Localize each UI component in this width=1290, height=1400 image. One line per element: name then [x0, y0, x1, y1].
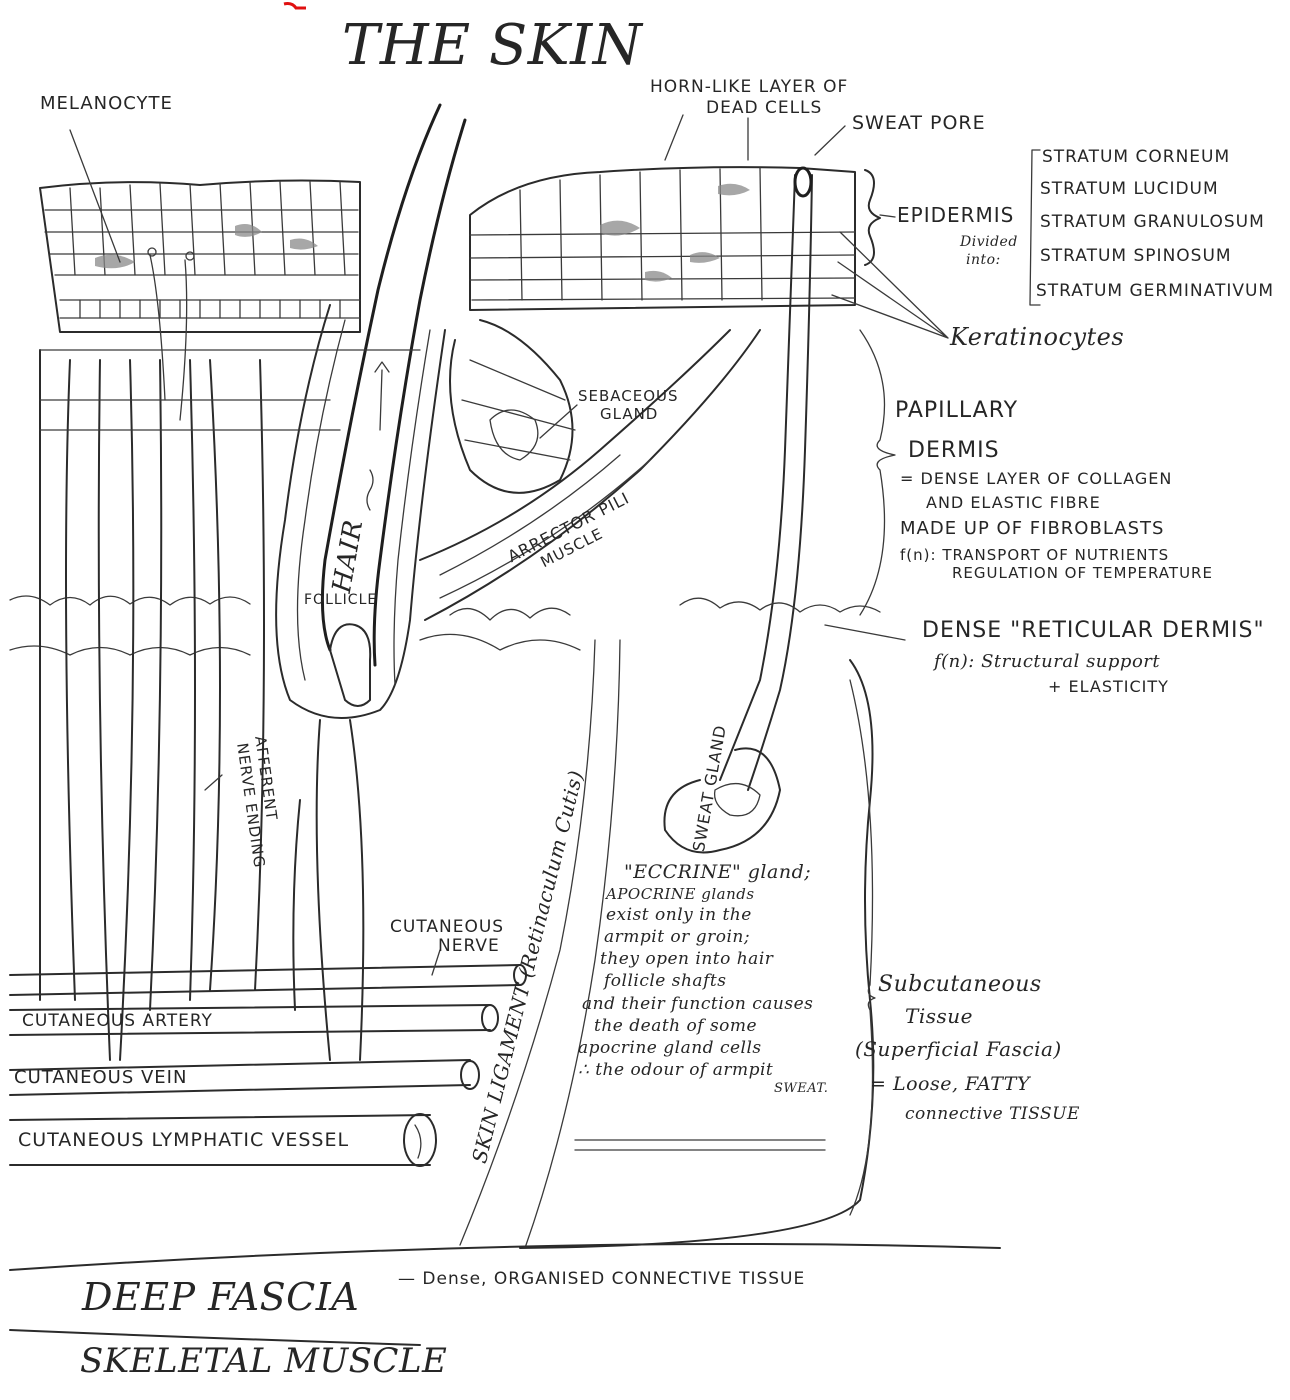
label-divided-into-line2: into:	[966, 252, 1001, 268]
papillary-desc-line: AND ELASTIC FIBRE	[926, 494, 1213, 512]
note-line: exist only in the	[606, 904, 828, 926]
label-reticular-function: f(n): Structural support	[934, 652, 1160, 673]
label-horn-layer-line1: HORN-LIKE LAYER OF	[650, 78, 848, 98]
papillary-desc-line: MADE UP OF FIBROBLASTS	[900, 519, 1213, 540]
papillary-desc-line: f(n): TRANSPORT OF NUTRIENTS	[900, 547, 1213, 564]
label-stratum-germinativum: STRATUM GERMINATIVUM	[1036, 282, 1274, 302]
note-line: and their function causes	[582, 993, 828, 1015]
epidermis-left	[40, 181, 360, 332]
label-skeletal-muscle: SKELETAL MUSCLE	[80, 1342, 447, 1381]
label-horn-layer-line2: DEAD CELLS	[706, 99, 822, 119]
pointer-lines	[70, 115, 948, 975]
papillary-brace	[860, 330, 895, 615]
note-line: armpit or groin;	[604, 926, 828, 948]
papillary-desc-line: REGULATION OF TEMPERATURE	[952, 565, 1213, 582]
label-deep-fascia-description: — Dense, ORGANISED CONNECTIVE TISSUE	[398, 1270, 805, 1290]
sebaceous-gland-shape	[450, 320, 575, 493]
label-nerve: NERVE	[438, 937, 500, 957]
label-cutaneous-lymphatic-vessel: CUTANEOUS LYMPHATIC VESSEL	[18, 1130, 349, 1152]
note-line: the death of some	[594, 1015, 828, 1037]
label-sweat-pore: SWEAT PORE	[852, 113, 986, 135]
label-epidermis: EPIDERMIS	[897, 204, 1014, 227]
label-stratum-spinosum: STRATUM SPINOSUM	[1040, 247, 1232, 267]
label-subcutaneous: Subcutaneous	[878, 972, 1042, 997]
label-tissue: Tissue	[905, 1005, 973, 1028]
note-line: "ECCRINE" gland;	[624, 860, 828, 885]
label-deep-fascia: DEEP FASCIA	[82, 1276, 359, 1320]
note-line: they open into hair	[600, 948, 828, 970]
label-superficial-fascia: (Superficial Fascia)	[855, 1038, 1062, 1061]
note-line: follicle shafts	[604, 970, 828, 992]
epidermis-brace	[865, 170, 880, 265]
label-sebaceous-gland: GLAND	[600, 406, 658, 423]
label-stratum-granulosum: STRATUM GRANULOSUM	[1040, 213, 1265, 233]
papillary-desc-line: = DENSE LAYER OF COLLAGEN	[900, 470, 1213, 488]
label-keratinocytes: Keratinocytes	[950, 324, 1124, 352]
label-cutaneous-artery: CUTANEOUS ARTERY	[22, 1012, 213, 1032]
deep-fascia-line	[10, 1244, 1000, 1270]
label-cutaneous-vein: CUTANEOUS VEIN	[14, 1068, 187, 1089]
eccrine-apocrine-note: "ECCRINE" gland; APOCRINE glands exist o…	[578, 860, 828, 1098]
label-sebaceous: SEBACEOUS	[578, 388, 679, 405]
label-papillary: PAPILLARY	[895, 398, 1018, 423]
label-stratum-lucidum: STRATUM LUCIDUM	[1040, 180, 1219, 200]
label-reticular-elasticity: + ELASTICITY	[1048, 678, 1169, 696]
reticular-boundary	[10, 634, 580, 655]
vertical-vessels	[40, 248, 420, 1060]
label-stratum-corneum: STRATUM CORNEUM	[1042, 148, 1230, 168]
label-connective-tissue: connective TISSUE	[905, 1105, 1080, 1125]
note-line: ∴ the odour of armpit	[578, 1059, 828, 1081]
subcutaneous-brace	[850, 680, 875, 1215]
hair-follicle	[276, 105, 465, 718]
label-melanocyte: MELANOCYTE	[40, 94, 173, 115]
diagram-title: THE SKIN	[342, 14, 642, 78]
note-line: SWEAT.	[774, 1081, 828, 1098]
dermis-boundary	[10, 596, 880, 620]
arrector-pili-muscle	[420, 330, 760, 620]
label-cutaneous: CUTANEOUS	[390, 918, 504, 938]
note-line: apocrine gland cells	[578, 1037, 828, 1059]
label-loose-fatty: = Loose, FATTY	[870, 1074, 1030, 1096]
label-divided-into-line1: Divided	[960, 234, 1018, 250]
note-line: APOCRINE glands	[606, 885, 828, 905]
papillary-description: = DENSE LAYER OF COLLAGEN AND ELASTIC FI…	[900, 470, 1213, 582]
label-dense-reticular-dermis: DENSE "RETICULAR DERMIS"	[922, 618, 1265, 643]
label-follicle: FOLLICLE	[304, 592, 377, 608]
sweat-duct	[664, 168, 812, 853]
label-dermis: DERMIS	[908, 438, 1000, 463]
